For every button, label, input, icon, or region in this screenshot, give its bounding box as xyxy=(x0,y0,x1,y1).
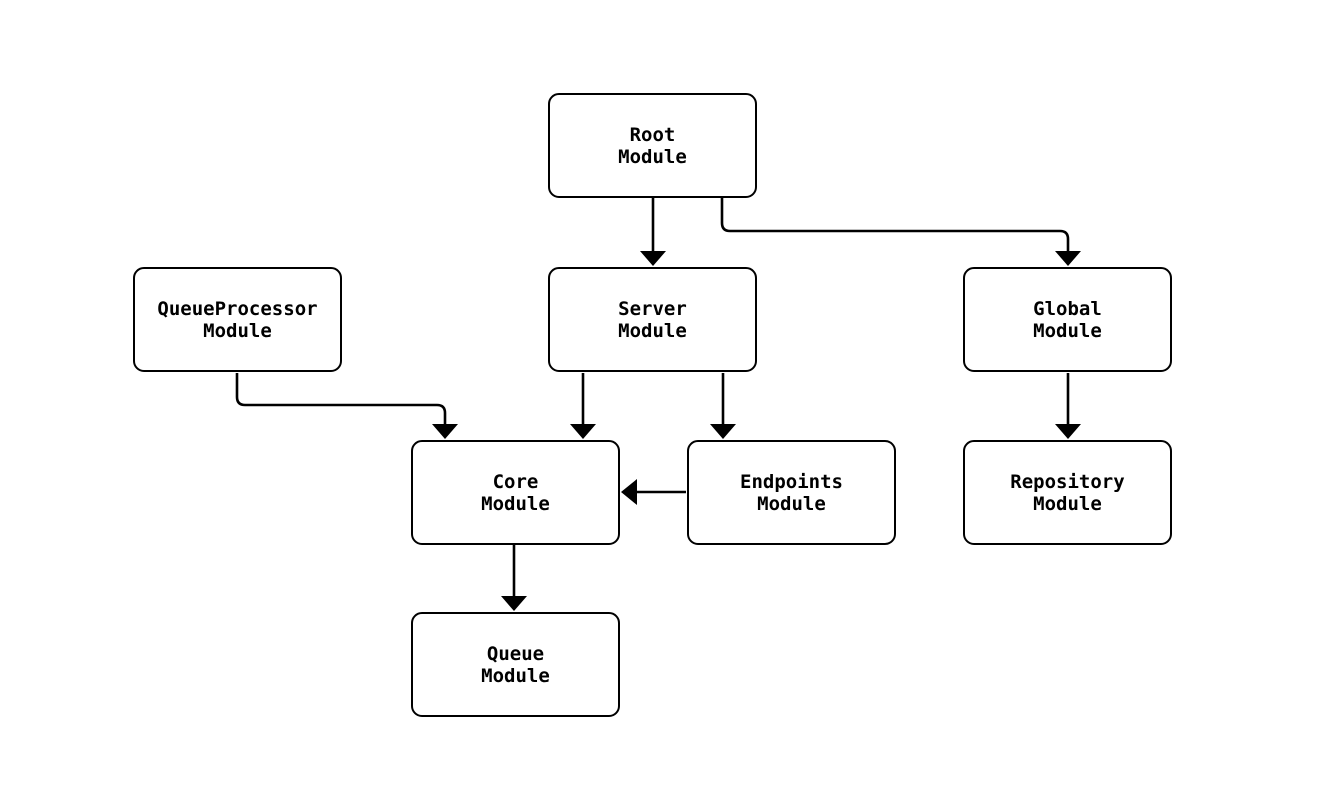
node-root-module: Root Module xyxy=(548,93,757,198)
node-label-line2: Module xyxy=(203,319,272,342)
edge-endpoints-to-core xyxy=(621,479,686,505)
node-label-line2: Module xyxy=(618,319,687,342)
node-label-line1: QueueProcessor xyxy=(157,297,318,320)
node-label-line2: Module xyxy=(618,145,687,168)
edge-server-to-core xyxy=(570,373,596,439)
edge-line xyxy=(235,373,447,425)
arrowhead-down-icon xyxy=(640,251,666,266)
node-label-line1: Global xyxy=(1033,297,1102,320)
node-global-module: Global Module xyxy=(963,267,1172,372)
node-server-module: Server Module xyxy=(548,267,757,372)
node-label-line2: Module xyxy=(481,664,550,687)
node-endpoints-module: Endpoints Module xyxy=(687,440,896,545)
node-label-line1: Root xyxy=(629,123,676,146)
edge-root-to-global xyxy=(720,198,1081,266)
arrowhead-down-icon xyxy=(570,424,596,439)
node-label-line2: Module xyxy=(1033,319,1102,342)
node-label-line1: Queue xyxy=(486,642,545,665)
arrowhead-down-icon xyxy=(501,596,527,611)
arrowhead-down-icon xyxy=(1055,251,1081,266)
node-label-line2: Module xyxy=(757,492,826,515)
arrowhead-down-icon xyxy=(710,424,736,439)
edge-global-to-repository xyxy=(1055,373,1081,439)
node-label-line1: Core xyxy=(492,470,539,493)
edge-core-to-queue xyxy=(501,545,527,611)
node-core-module: Core Module xyxy=(411,440,620,545)
edge-line xyxy=(720,198,1070,252)
node-label-line1: Repository xyxy=(1010,470,1125,493)
edge-server-to-endpoints xyxy=(710,373,736,439)
node-repository-module: Repository Module xyxy=(963,440,1172,545)
node-queue-module: Queue Module xyxy=(411,612,620,717)
edge-root-to-server xyxy=(640,198,666,266)
node-label-line1: Server xyxy=(618,297,687,320)
node-label-line2: Module xyxy=(481,492,550,515)
arrowhead-down-icon xyxy=(1055,424,1081,439)
node-label-line1: Endpoints xyxy=(740,470,843,493)
arrowhead-down-icon xyxy=(432,424,458,439)
edge-queueprocessor-to-core xyxy=(235,373,458,439)
arrowhead-left-icon xyxy=(621,479,637,505)
node-queueprocessor-module: QueueProcessor Module xyxy=(133,267,342,372)
node-label-line2: Module xyxy=(1033,492,1102,515)
